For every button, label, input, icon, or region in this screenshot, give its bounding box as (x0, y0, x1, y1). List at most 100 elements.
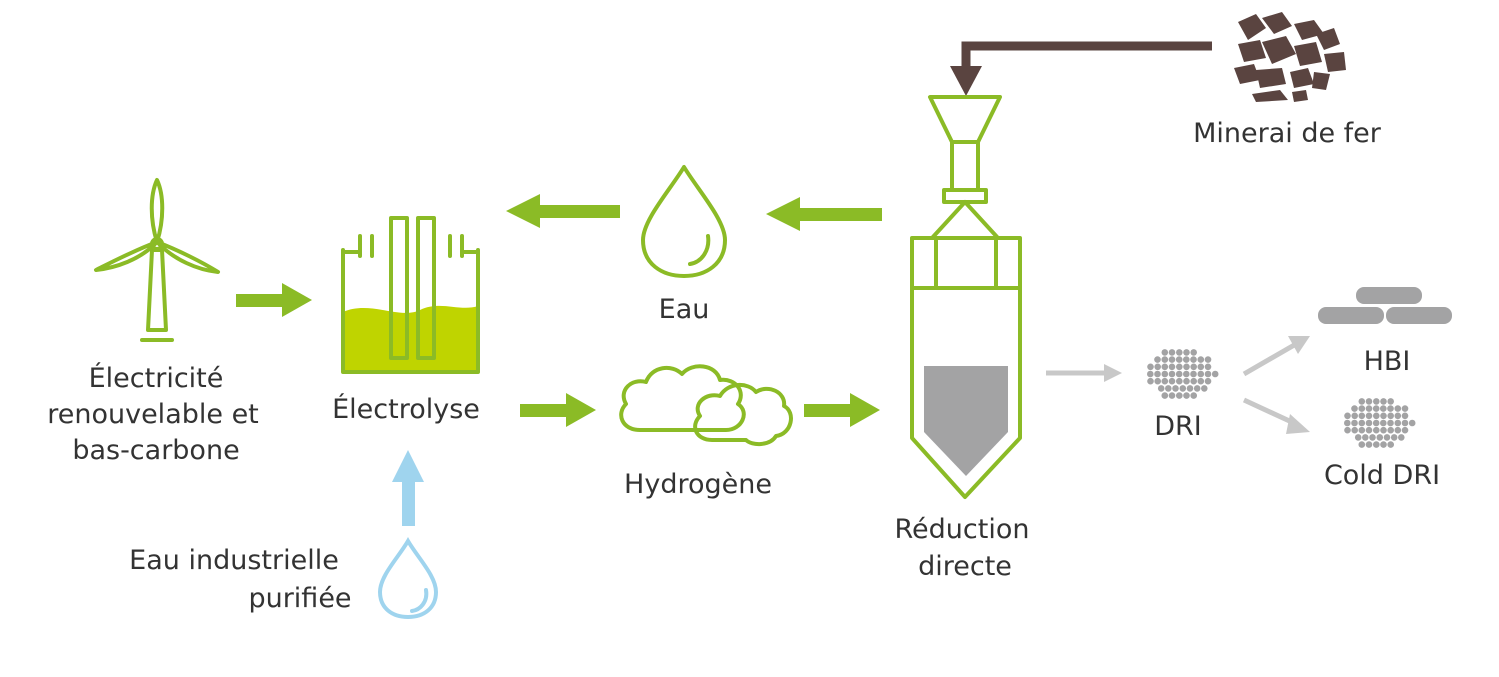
pellet (1344, 426, 1351, 434)
pellet (1373, 412, 1380, 420)
electrolyser-icon (341, 216, 480, 374)
purified-water-drop-icon (377, 537, 439, 620)
pellet (1387, 398, 1394, 405)
pellet (1398, 434, 1405, 441)
pellet (1358, 426, 1366, 434)
pellet (1197, 370, 1205, 378)
pellet (1179, 385, 1187, 392)
pellet (1401, 412, 1409, 420)
pellet (1176, 349, 1183, 356)
pellet (1358, 405, 1366, 412)
pellet (1168, 349, 1176, 356)
pellet (1387, 426, 1394, 434)
pellet (1383, 434, 1391, 441)
pellet (1204, 377, 1212, 385)
pellet (1380, 405, 1387, 412)
hbi-briquettes-icon (1318, 287, 1452, 324)
electricity-label-line-3: bas-carbone (72, 435, 239, 466)
pellet (1175, 370, 1183, 378)
pellet (1176, 377, 1183, 385)
pellet (1387, 412, 1394, 420)
pellet (1168, 370, 1176, 378)
pellet (1161, 370, 1169, 378)
pellet (1358, 398, 1366, 405)
pellet (1204, 356, 1212, 363)
pellet (1373, 441, 1380, 448)
pellet (1161, 349, 1169, 356)
arrow-electrolysis-to-hydrogen (520, 393, 596, 427)
pellet (1365, 419, 1373, 427)
pellet (1176, 392, 1183, 399)
arrow-dri-to-hbi (1242, 336, 1310, 377)
pellet (1344, 412, 1351, 420)
pellet (1183, 392, 1190, 399)
pellet (1380, 441, 1387, 448)
pellet (1183, 349, 1190, 356)
pellet (1380, 412, 1387, 420)
pellet (1190, 377, 1197, 385)
pellet (1172, 385, 1179, 392)
direct-reduction-label-line-2: directe (918, 551, 1012, 582)
pellet (1201, 385, 1208, 392)
pellet (1376, 434, 1384, 441)
pellet (1183, 356, 1190, 363)
pellet (1380, 419, 1387, 427)
electricity-label-line-2: renouvelable et (47, 399, 259, 430)
pellet (1190, 349, 1197, 356)
dri-pellets-icon (1147, 349, 1219, 399)
pellet (1197, 356, 1205, 363)
pellet (1401, 419, 1409, 427)
pellet (1186, 385, 1194, 392)
pellet (1157, 385, 1165, 392)
pellet (1354, 434, 1362, 441)
hydrogen-label: Hydrogène (624, 469, 772, 500)
iron-ore-icon (1234, 12, 1346, 102)
pellet (1365, 426, 1373, 434)
pellet (1373, 426, 1380, 434)
pellet (1147, 363, 1154, 371)
pellet (1369, 434, 1376, 441)
pellet (1190, 356, 1197, 363)
pellet (1175, 356, 1183, 363)
pellet (1193, 385, 1201, 392)
pellet (1365, 412, 1373, 420)
pellet (1147, 370, 1154, 378)
iron-ore-label: Minerai de fer (1193, 118, 1382, 149)
pellet (1147, 377, 1154, 385)
pellet (1394, 405, 1402, 412)
pellet (1168, 392, 1176, 399)
arrow-purified-water-to-electrolysis (392, 450, 424, 526)
pellet (1168, 377, 1176, 385)
pellet (1344, 419, 1351, 427)
direct-reduction-label-line-1: Réduction (895, 514, 1030, 545)
dri-label: DRI (1154, 411, 1202, 442)
pellet (1373, 398, 1380, 405)
pellet (1380, 426, 1387, 434)
pellet (1380, 398, 1387, 405)
pellet (1394, 419, 1402, 427)
industrial-water-label-line-2: purifiée (248, 583, 351, 614)
pellet (1358, 412, 1366, 420)
pellet (1365, 398, 1373, 405)
pellet (1351, 426, 1358, 434)
pellet (1204, 363, 1212, 371)
pellet (1154, 363, 1161, 371)
pellet (1183, 363, 1190, 371)
pellet (1168, 363, 1176, 371)
industrial-water-label-line-1: Eau industrielle (129, 545, 339, 576)
water-drop-icon (641, 165, 727, 278)
electrolysis-label: Électrolyse (332, 393, 480, 425)
pellet (1161, 356, 1169, 363)
arrow-reduction-to-water (766, 197, 882, 231)
pellet (1390, 434, 1398, 441)
pellet (1190, 370, 1197, 378)
pellet (1197, 363, 1205, 371)
pellet (1154, 356, 1161, 363)
pellet (1190, 363, 1197, 371)
pellet (1394, 412, 1402, 420)
pellet (1362, 434, 1369, 441)
pellet (1401, 426, 1409, 434)
pellet (1176, 363, 1183, 371)
pellet (1365, 441, 1373, 448)
